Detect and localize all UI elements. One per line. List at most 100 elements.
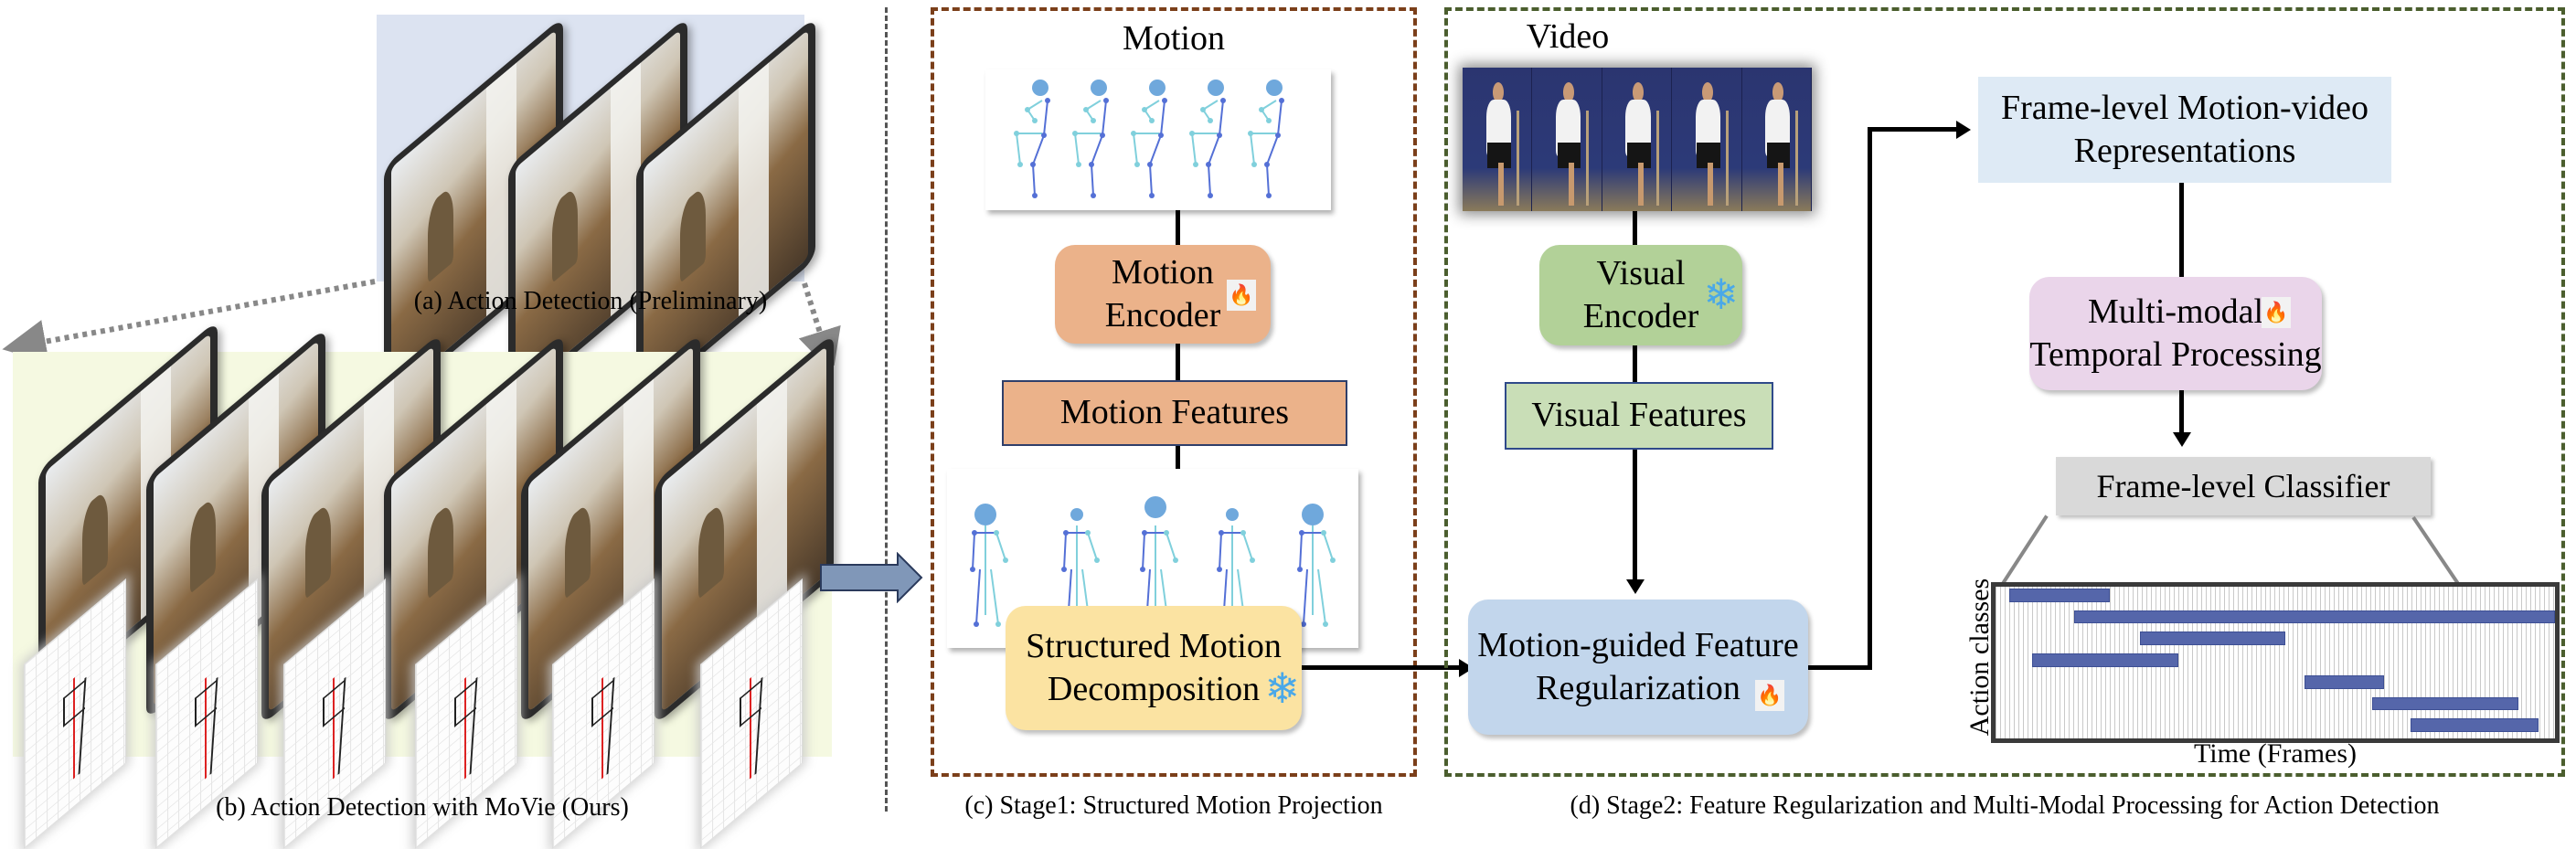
skeleton-bone	[1160, 100, 1166, 136]
skeleton-bone	[1085, 100, 1102, 111]
skeleton-joint	[1089, 162, 1094, 167]
skeleton-bone	[1323, 532, 1334, 561]
representations-label-1: Frame-level Motion-video	[2000, 88, 2369, 127]
skeleton-joint	[1266, 193, 1272, 198]
skeleton-joint	[1323, 621, 1328, 627]
panel-a-caption: (a) Action Detection (Preliminary)	[413, 287, 768, 315]
skeleton-joint	[1140, 567, 1145, 572]
skeleton-bone	[1091, 164, 1094, 196]
skeleton-bone	[1032, 134, 1045, 165]
skeleton-joint	[1032, 193, 1038, 198]
connector-line	[1302, 665, 1459, 670]
skeleton-joint	[1103, 98, 1109, 103]
skeleton-bone	[975, 568, 981, 625]
connector-line	[1176, 344, 1180, 380]
skeleton-joint	[1149, 118, 1155, 123]
skeleton-joint	[1045, 98, 1050, 103]
stage1-container	[931, 7, 1417, 777]
arrow-down-icon	[1626, 579, 1645, 594]
connector-line	[1808, 665, 1872, 670]
skeleton-joint	[1266, 80, 1283, 96]
skeleton-joint	[1091, 193, 1096, 198]
skeleton-joint	[1248, 131, 1253, 136]
skeleton-joint	[995, 621, 1001, 627]
stage2-title: Video	[1526, 17, 1610, 56]
skeleton-joint	[1193, 162, 1198, 167]
skeleton-joint	[1014, 131, 1019, 136]
skeleton-bone	[1261, 100, 1277, 111]
video-frame	[1463, 68, 1533, 211]
skeleton-joint	[1131, 131, 1136, 136]
skeleton-bone	[1043, 100, 1048, 136]
action-segment-bar	[2032, 653, 2179, 667]
skeleton-bone	[1102, 100, 1107, 136]
skeleton-joint	[1206, 162, 1211, 167]
skeleton-joint	[1200, 107, 1206, 112]
connector-line	[1633, 450, 1637, 581]
action-detection-chart	[1991, 582, 2560, 743]
skeleton-bone	[1303, 568, 1308, 625]
fire-icon: 🔥	[2262, 297, 2291, 328]
action-segment-bar	[2139, 631, 2285, 646]
skeleton-bone	[1250, 133, 1255, 165]
gantt-xlabel: Time (Frames)	[2193, 738, 2358, 769]
skeleton-joint	[1142, 107, 1147, 112]
block-arrow-right-icon	[820, 552, 923, 603]
skeleton-joint	[1091, 80, 1107, 96]
skeleton-group	[1014, 80, 1284, 198]
snowflake-icon: ❄	[1264, 665, 1300, 712]
skeleton-bone	[1242, 532, 1253, 561]
skeleton-bone	[995, 532, 1006, 561]
video-frame	[1532, 68, 1602, 211]
skeleton-bone	[1299, 532, 1303, 570]
skeleton-joint	[1164, 530, 1169, 536]
regularization-label-2: Regularization	[1536, 669, 1740, 707]
motion-encoder-label-1: Motion	[1112, 252, 1214, 292]
skeleton-joint	[1217, 567, 1222, 572]
skeleton-bone	[1074, 133, 1080, 165]
skeleton-joint	[1149, 80, 1166, 96]
skeleton-joint	[1147, 162, 1153, 167]
section-divider	[885, 7, 888, 812]
action-segment-bar	[2073, 610, 2555, 624]
snowflake-icon: ❄	[1703, 271, 1739, 318]
skeleton-bone	[990, 568, 999, 625]
action-segment-bar	[2009, 589, 2111, 602]
stage2-container	[1444, 7, 2565, 777]
skeleton-bone	[1166, 532, 1176, 561]
action-segment-bar	[2304, 674, 2385, 689]
decomposition-label-1: Structured Motion	[1026, 626, 1282, 665]
skeleton-joint	[1144, 496, 1166, 518]
skeleton-joint	[1226, 508, 1239, 521]
skeleton-joint	[1025, 107, 1030, 112]
temporal-label-2: Temporal Processing	[2029, 335, 2322, 374]
connector-line	[1868, 127, 1872, 670]
panel-c-caption: (c) Stage1: Structured Motion Projection	[964, 791, 1383, 820]
motion-skeleton-sequence	[985, 69, 1331, 210]
skeleton-bone	[1149, 134, 1162, 165]
skeleton-bone	[1208, 134, 1220, 165]
connector-line	[2179, 183, 2184, 278]
skeleton-bone	[1016, 133, 1021, 165]
skeleton-joint	[1149, 193, 1155, 198]
dotted-arrow-right	[798, 282, 841, 366]
video-frame-strip	[1463, 68, 1813, 211]
skeleton-joint	[1189, 131, 1195, 136]
skeleton-joint	[970, 567, 975, 572]
skeleton-joint	[972, 530, 977, 536]
skeleton-bone	[1087, 532, 1098, 561]
expand-arrows	[2, 279, 841, 366]
skeleton-joint	[1321, 530, 1326, 536]
skeleton-joint	[994, 530, 999, 536]
skeleton-joint	[1083, 107, 1089, 112]
skeleton-joint	[1251, 162, 1257, 167]
skeleton-bone	[1208, 164, 1211, 196]
skeleton-joint	[1208, 118, 1213, 123]
action-segment-bar	[2411, 718, 2539, 732]
visual-features-block: Visual Features	[1505, 382, 1773, 450]
skeleton-joint	[1208, 193, 1213, 198]
